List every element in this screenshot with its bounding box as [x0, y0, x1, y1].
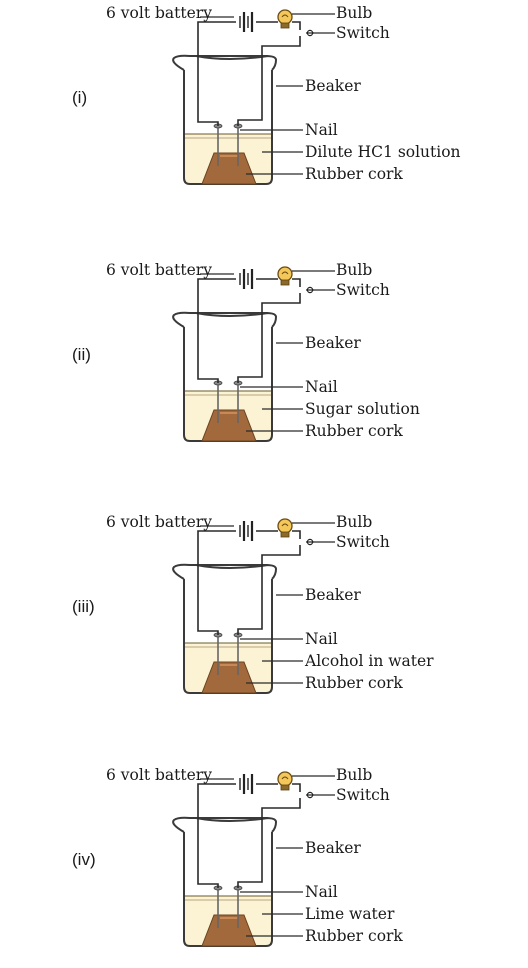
bulb-base: [280, 784, 290, 791]
beaker-rim-inner: [195, 312, 269, 317]
bulb-glass: [277, 266, 293, 282]
bulb-icon: [277, 266, 293, 286]
label-setup-number: (ii): [72, 345, 91, 364]
setup-3: 6 volt battery BulbSwitchBeakerNailAlcoho…: [72, 513, 434, 694]
label-cork: Rubber cork: [305, 165, 403, 183]
label-battery: 6 volt battery: [106, 513, 212, 531]
label-bulb: Bulb: [336, 4, 372, 22]
beaker-rim-inner: [195, 564, 269, 569]
label-cork: Rubber cork: [305, 422, 403, 440]
label-solution: Sugar solution: [305, 400, 420, 418]
bulb-filament: [281, 271, 289, 275]
wire-left: [197, 783, 236, 888]
label-nail: Nail: [305, 883, 338, 901]
bulb-base: [280, 531, 290, 538]
wire-bulb-switch: [292, 530, 301, 539]
label-beaker: Beaker: [305, 586, 361, 604]
bulb-glass: [277, 518, 293, 534]
bulb-base: [280, 22, 290, 29]
label-beaker: Beaker: [305, 839, 361, 857]
wire-bulb-switch: [292, 278, 301, 287]
label-bulb: Bulb: [336, 766, 372, 784]
label-solution: Alcohol in water: [304, 652, 434, 670]
battery-symbol: [239, 521, 254, 541]
label-battery: 6 volt battery: [106, 766, 212, 784]
beaker-rim: [172, 54, 278, 71]
bulb-base: [280, 279, 290, 286]
bulb-filament: [281, 523, 289, 527]
label-beaker: Beaker: [305, 77, 361, 95]
label-cork: Rubber cork: [305, 674, 403, 692]
label-solution: Dilute HC1 solution: [305, 143, 461, 161]
bulb-icon: [277, 771, 293, 791]
label-cork: Rubber cork: [305, 927, 403, 945]
label-bulb: Bulb: [336, 513, 372, 531]
label-nail: Nail: [305, 121, 338, 139]
beaker-rim: [172, 311, 278, 328]
bulb-filament: [281, 776, 289, 780]
label-switch: Switch: [336, 533, 390, 551]
battery-symbol: [239, 774, 254, 794]
label-switch: Switch: [336, 281, 390, 299]
label-switch: Switch: [336, 786, 390, 804]
label-setup-number: (i): [72, 88, 87, 107]
label-solution: Lime water: [305, 905, 395, 923]
rubber-cork: [201, 914, 257, 947]
setup-1: 6 volt battery BulbSwitchBeakerNailDilute…: [72, 4, 461, 185]
wire-right: [237, 293, 301, 383]
wire-right: [237, 545, 301, 635]
wire-right: [237, 36, 301, 126]
wire-bulb-switch: [292, 21, 301, 30]
rubber-cork: [201, 661, 257, 694]
battery-symbol: [239, 269, 254, 289]
beaker-rim-inner: [195, 817, 269, 822]
switch-icon: [306, 286, 314, 294]
switch-icon: [306, 791, 314, 799]
label-bulb: Bulb: [336, 261, 372, 279]
bulb-icon: [277, 518, 293, 538]
label-battery: 6 volt battery: [106, 4, 212, 22]
setup-2: 6 volt battery BulbSwitchBeakerNailSugar …: [72, 261, 420, 442]
label-switch: Switch: [336, 24, 390, 42]
wire-bulb-switch: [292, 783, 301, 792]
bulb-glass: [277, 771, 293, 787]
wire-left: [197, 278, 236, 383]
label-setup-number: (iii): [72, 597, 95, 616]
beaker-rim-inner: [195, 55, 269, 60]
label-nail: Nail: [305, 630, 338, 648]
wire-right: [237, 798, 301, 888]
label-setup-number: (iv): [72, 850, 96, 869]
wire-left: [197, 530, 236, 635]
bulb-filament: [281, 14, 289, 18]
bulb-glass: [277, 9, 293, 25]
rubber-cork: [201, 409, 257, 442]
label-nail: Nail: [305, 378, 338, 396]
label-battery: 6 volt battery: [106, 261, 212, 279]
switch-icon: [306, 29, 314, 37]
label-beaker: Beaker: [305, 334, 361, 352]
battery-symbol: [239, 12, 254, 32]
switch-icon: [306, 538, 314, 546]
bulb-icon: [277, 9, 293, 29]
wire-left: [197, 21, 236, 126]
rubber-cork: [201, 152, 257, 185]
beaker-rim: [172, 563, 278, 580]
beaker-rim: [172, 816, 278, 833]
